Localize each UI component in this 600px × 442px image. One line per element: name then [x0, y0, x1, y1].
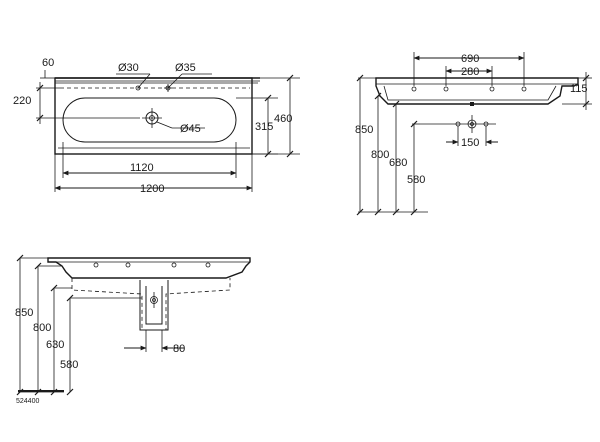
tap-hole-icon: [135, 85, 141, 91]
dim-460: 460: [274, 113, 292, 125]
siphon-cover: [71, 278, 231, 331]
dim-front-800: 800: [33, 322, 51, 334]
dim-850: 850: [355, 124, 373, 136]
siphon: [139, 280, 169, 331]
dim-diameter-30: Ø30: [118, 62, 139, 74]
dim-80: 80: [173, 343, 185, 355]
tap-hole-icon: [171, 262, 177, 268]
dim-1200: 1200: [140, 183, 164, 195]
dim-220: 220: [13, 95, 31, 107]
front-view: 80 850 800 630 580: [15, 254, 251, 396]
dim-800: 800: [371, 149, 389, 161]
dim-280: 280: [461, 66, 479, 78]
dim-diameter-45: Ø45: [180, 123, 201, 135]
tap-hole-icon: [443, 86, 449, 92]
dim-315: 315: [255, 121, 273, 133]
tap-hole-icon: [205, 262, 211, 268]
dim-60: 60: [42, 57, 54, 69]
dim-580: 580: [407, 174, 425, 186]
top-view: 60 220 Ø30 Ø35 Ø45 315 460: [13, 57, 300, 195]
inner-bowl: [62, 97, 237, 143]
front-basin-profile: [47, 257, 251, 279]
dim-front-850: 850: [15, 307, 33, 319]
side-view: 690 280 115 850 800 680 58: [355, 52, 592, 216]
dim-front-580: 580: [60, 359, 78, 371]
dim-680: 680: [389, 157, 407, 169]
dim-diameter-35: Ø35: [175, 62, 196, 74]
dim-front-630: 630: [46, 339, 64, 351]
tap-hole-icon: [521, 86, 527, 92]
tap-hole-icon: [125, 262, 131, 268]
side-basin-profile: [375, 77, 579, 105]
drawing-code: 524400: [16, 398, 39, 405]
tap-hole-icon: [489, 86, 495, 92]
dim-150: 150: [461, 137, 479, 149]
tap-hole-icon: [411, 86, 417, 92]
dim-690: 690: [461, 53, 479, 65]
dim-115: 115: [570, 83, 588, 95]
dim-1120: 1120: [130, 162, 154, 174]
tap-hole-icon: [93, 262, 99, 268]
